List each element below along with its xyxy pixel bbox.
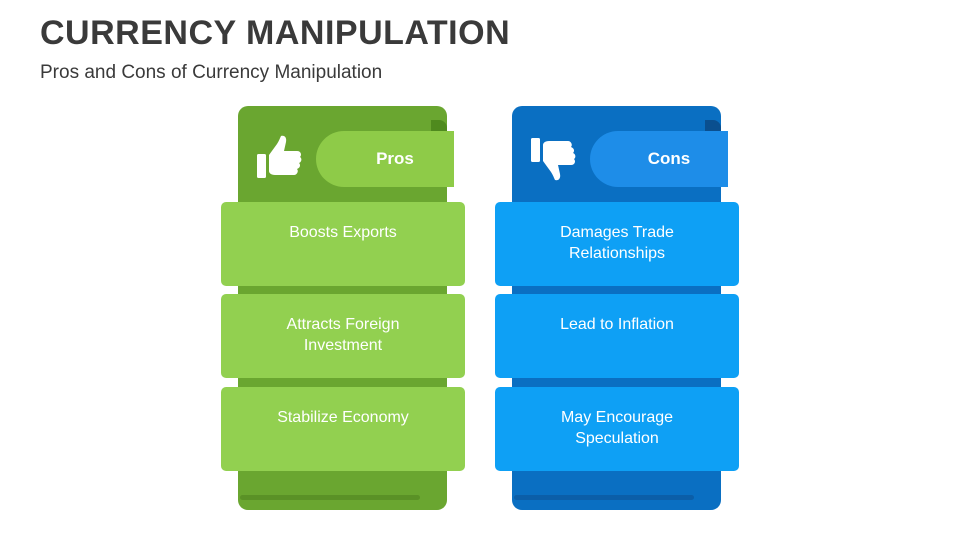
pros-card: Boosts Exports xyxy=(221,202,465,286)
cons-item-text: Lead to Inflation xyxy=(560,316,674,333)
cons-column: Cons Damages Trade Relationships Lead to… xyxy=(495,106,739,512)
pros-column: Pros Boosts Exports Attracts Foreign Inv… xyxy=(221,106,465,512)
cons-card: May Encourage Speculation xyxy=(495,387,739,471)
thumbs-up-icon xyxy=(257,135,302,178)
cons-card: Damages Trade Relationships xyxy=(495,202,739,286)
slide-title: CURRENCY MANIPULATION xyxy=(40,14,511,52)
cons-item-text: Damages Trade Relationships xyxy=(560,224,674,262)
cons-header-label: Cons xyxy=(647,149,691,168)
pros-item-text: Stabilize Economy xyxy=(277,409,409,426)
pros-header-tab: Pros xyxy=(316,131,454,187)
pros-item-text: Attracts Foreign Investment xyxy=(286,316,400,354)
pros-card: Stabilize Economy xyxy=(221,387,465,471)
cons-header-tab: Cons xyxy=(590,131,728,187)
pros-panel-line xyxy=(240,495,420,500)
cons-card: Lead to Inflation xyxy=(495,294,739,378)
cons-item-text: May Encourage Speculation xyxy=(560,409,674,447)
slide-subtitle: Pros and Cons of Currency Manipulation xyxy=(40,62,383,83)
pros-header-label: Pros xyxy=(376,149,414,168)
cons-panel-line xyxy=(514,495,694,500)
thumbs-down-icon xyxy=(531,138,576,181)
pros-item-text: Boosts Exports xyxy=(289,224,397,241)
pros-card: Attracts Foreign Investment xyxy=(221,294,465,378)
